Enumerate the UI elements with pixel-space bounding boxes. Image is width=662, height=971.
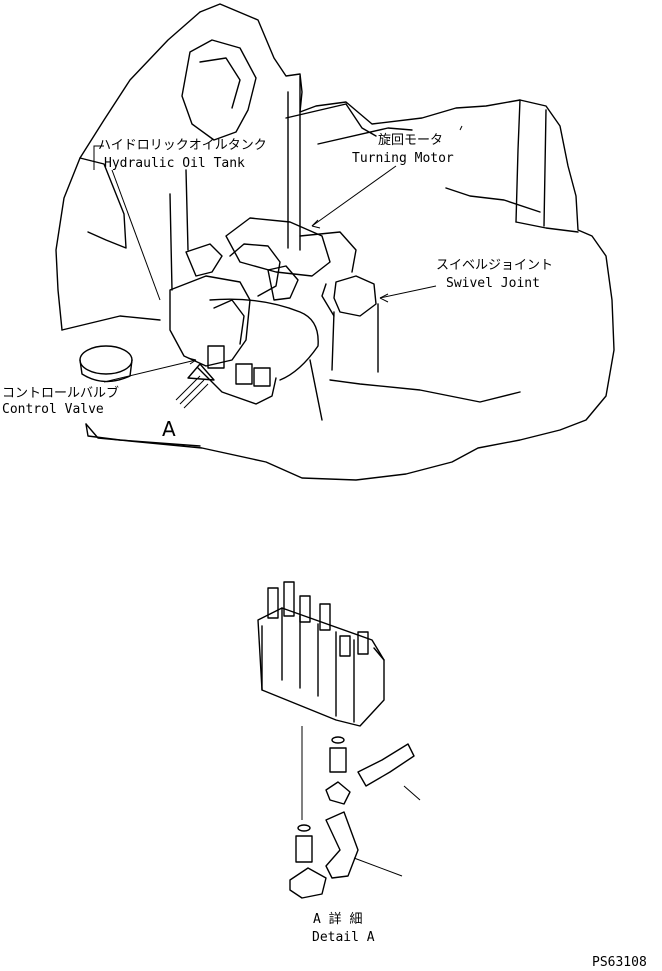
turning-motor-label-en: Turning Motor bbox=[352, 151, 454, 166]
detail-a-drawing bbox=[257, 581, 421, 899]
control-valve-label-jp: コントロールバルブ bbox=[2, 385, 119, 401]
swivel-joint-label-jp: スイベルジョイント bbox=[436, 258, 553, 273]
callout-labels: ハイドロリックオイルタンク Hydraulic Oil Tank 旋回モータ T… bbox=[2, 133, 647, 970]
drawing-number: PS63108 bbox=[592, 955, 647, 970]
machine-frame bbox=[55, 3, 615, 481]
turning-motor-label-jp: 旋回モータ bbox=[378, 133, 443, 148]
swivel-joint-label-en: Swivel Joint bbox=[446, 276, 540, 291]
hydraulic-tank-label-jp: ハイドロリックオイルタンク bbox=[98, 138, 267, 153]
detail-a-label-jp: A 詳 細 bbox=[313, 911, 362, 927]
control-valve-assembly bbox=[169, 217, 379, 409]
detail-a-label-en: Detail A bbox=[312, 930, 375, 945]
hydraulic-tank-label-en: Hydraulic Oil Tank bbox=[104, 156, 245, 171]
view-marker-a: A bbox=[162, 417, 176, 441]
control-valve-label-en: Control Valve bbox=[2, 402, 104, 417]
leader-lines bbox=[93, 125, 463, 383]
